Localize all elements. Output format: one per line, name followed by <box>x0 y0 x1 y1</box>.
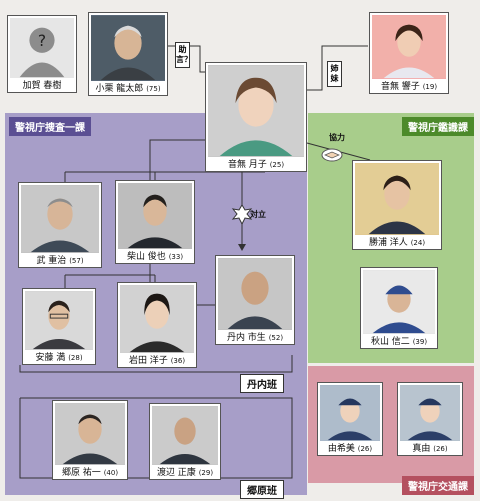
portrait-image <box>118 183 192 249</box>
portrait-image <box>152 406 218 465</box>
card-katsuura[interactable]: 勝浦 洋人 (24) <box>352 160 442 250</box>
person-name: 郷原 祐一 (40) <box>61 468 119 478</box>
portrait-image <box>208 65 304 157</box>
portrait-image <box>120 285 194 353</box>
burst-icon <box>231 204 253 226</box>
portrait-image <box>55 403 125 465</box>
portrait-image <box>372 15 446 79</box>
relation-cooperation: 協力 <box>329 133 345 142</box>
card-niuchi[interactable]: 丹内 市生 (52) <box>215 255 295 345</box>
card-gohara[interactable]: 郷原 祐一 (40) <box>52 400 128 480</box>
portrait-image <box>25 291 93 350</box>
handshake-icon <box>321 148 343 162</box>
card-kaga[interactable]: ? 加賀 春樹 <box>7 15 77 93</box>
person-name: 音無 月子 (25) <box>227 160 285 170</box>
card-kyoko[interactable]: 音無 響子 (19) <box>369 12 449 94</box>
portrait-image <box>218 258 292 330</box>
card-takeshi[interactable]: 武 重治 (57) <box>18 182 102 268</box>
placeholder-avatar: ? <box>10 18 74 78</box>
relation-sisters: 姉妹 <box>327 61 342 87</box>
card-ando[interactable]: 安藤 満 (28) <box>22 288 96 365</box>
person-name: 勝浦 洋人 (24) <box>368 238 426 248</box>
card-mayu[interactable]: 真由 (26) <box>397 382 463 456</box>
relation-advice: 助言？ <box>175 42 192 68</box>
card-tsukiko[interactable]: 音無 月子 (25) <box>205 62 307 172</box>
portrait-image <box>21 185 99 253</box>
person-name: 秋山 信二 (39) <box>370 337 428 347</box>
region-label-kotsu: 警視庁交通課 <box>402 476 474 495</box>
card-yukimi[interactable]: 由希美 (26) <box>317 382 383 456</box>
portrait-image <box>91 15 165 81</box>
person-name: 加賀 春樹 <box>22 81 62 91</box>
card-shibayama[interactable]: 柴山 俊也 (33) <box>115 180 195 264</box>
card-koguri[interactable]: 小栗 龍太郎 (75) <box>88 12 168 96</box>
person-name: 武 重治 (57) <box>36 256 84 266</box>
portrait-image <box>355 163 439 235</box>
card-iwata[interactable]: 岩田 洋子 (36) <box>117 282 197 368</box>
team-label-gohara: 郷原班 <box>240 480 284 499</box>
arrow-down-icon <box>238 244 246 251</box>
portrait-image <box>400 385 460 441</box>
card-watanabe[interactable]: 渡辺 正康 (29) <box>149 403 221 480</box>
card-akiyama[interactable]: 秋山 信二 (39) <box>360 267 438 349</box>
person-name: 音無 響子 (19) <box>380 82 438 92</box>
portrait-image <box>320 385 380 441</box>
person-name: 柴山 俊也 (33) <box>126 252 184 262</box>
relation-conflict: 対立 <box>250 210 266 219</box>
person-name: 岩田 洋子 (36) <box>128 356 186 366</box>
person-name: 真由 (26) <box>412 444 448 454</box>
svg-text:?: ? <box>38 32 46 50</box>
team-label-niuchi: 丹内班 <box>240 374 284 393</box>
person-name: 安藤 満 (28) <box>35 353 83 363</box>
person-name: 小栗 龍太郎 (75) <box>95 84 161 94</box>
person-name: 由希美 (26) <box>327 444 373 454</box>
person-name: 丹内 市生 (52) <box>226 333 284 343</box>
portrait-image <box>363 270 435 334</box>
region-label-sousa-ikka: 警視庁捜査一課 <box>9 117 91 136</box>
person-name: 渡辺 正康 (29) <box>156 468 214 478</box>
region-label-kanshiki: 警視庁鑑識課 <box>402 117 474 136</box>
